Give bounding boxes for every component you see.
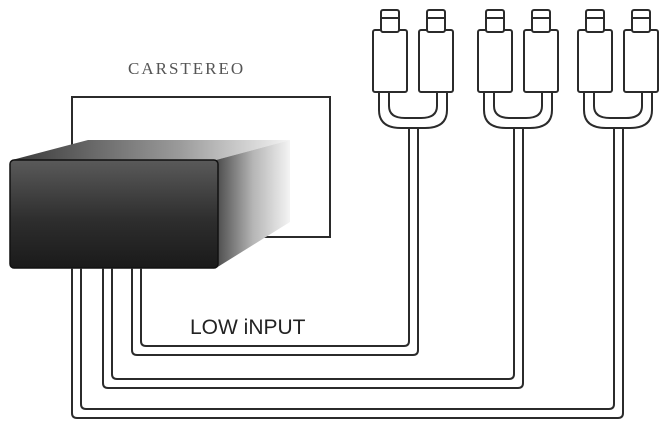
- connector-pair-3: [577, 9, 659, 129]
- head-unit-side: [216, 140, 290, 268]
- car-stereo-label: CARSTEREO: [128, 59, 245, 78]
- head-unit-top: [12, 140, 290, 160]
- wire-2: [102, 128, 524, 389]
- wire-1: [131, 128, 419, 356]
- connector-pair-2: [477, 9, 559, 129]
- wire-harness: [71, 128, 624, 419]
- wire-3-inner: [80, 128, 615, 410]
- head-unit-face: [9, 159, 219, 269]
- head-unit-icon: [9, 140, 290, 269]
- rca-plug-icon: [577, 9, 659, 129]
- connector-pair-1: [372, 9, 454, 129]
- wire-3: [71, 128, 624, 419]
- rca-plug-icon: [477, 9, 559, 129]
- low-input-label: LOW iNPUT: [190, 316, 306, 339]
- rca-plug-icon: [372, 9, 454, 129]
- wire-1-inner: [140, 128, 410, 347]
- wire-2-inner: [111, 128, 515, 380]
